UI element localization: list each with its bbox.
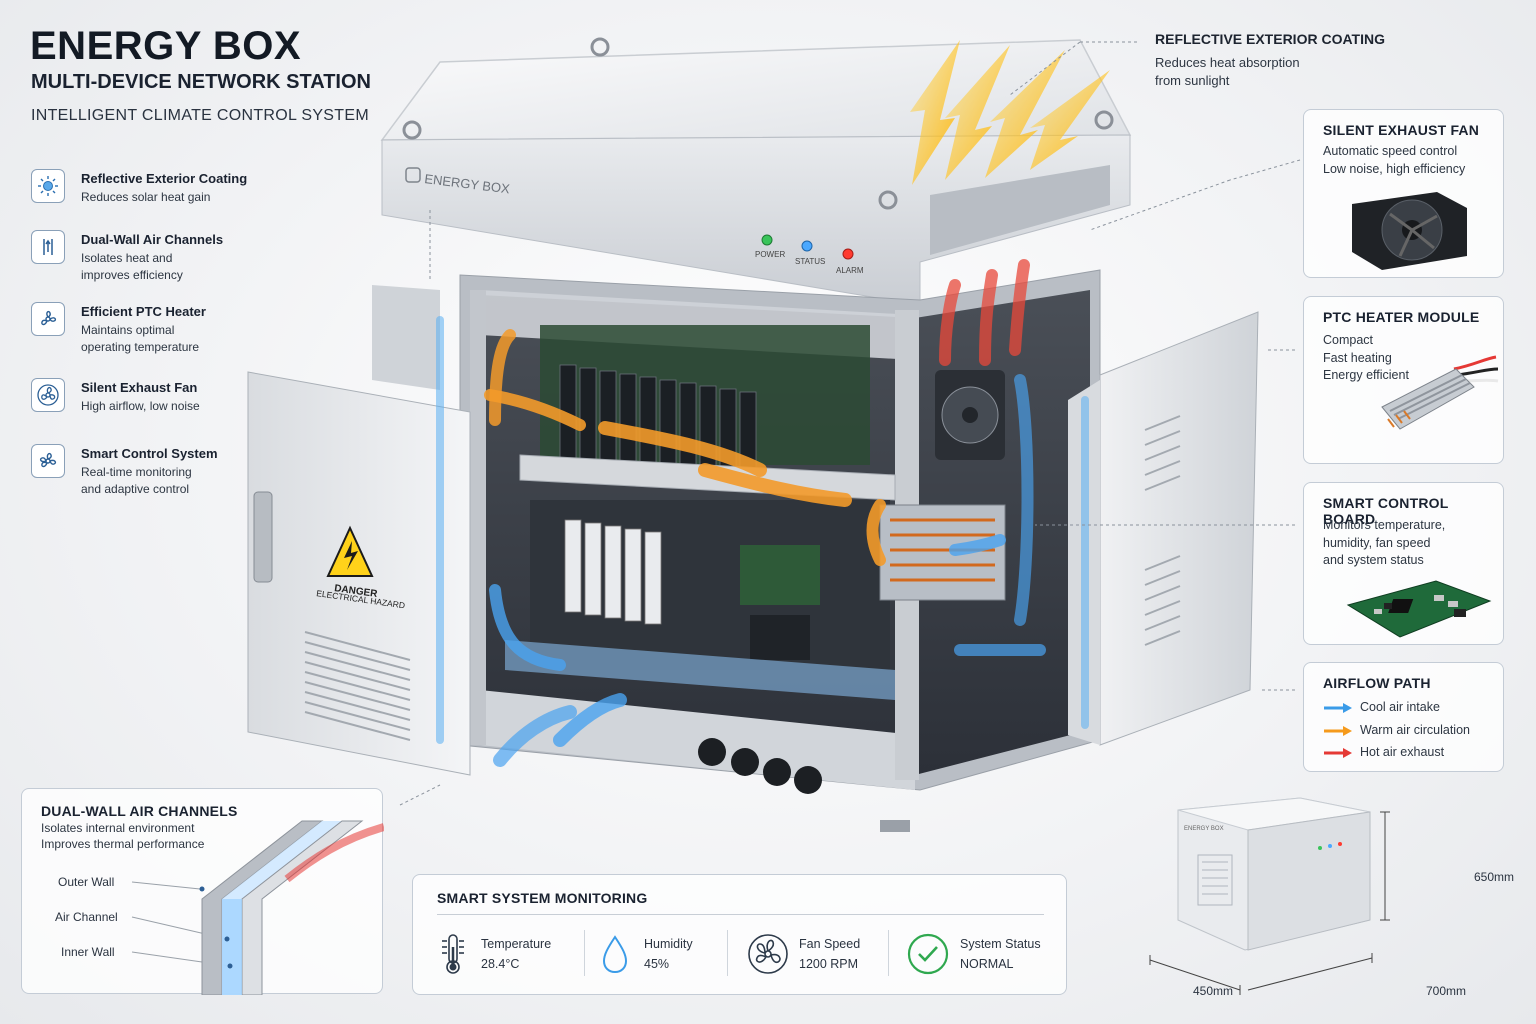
dual-wall-diagram <box>131 820 384 995</box>
legend-title: AIRFLOW PATH <box>1323 675 1431 691</box>
status-led <box>801 240 813 252</box>
board-card: SMART CONTROL BOARD Monitors temperature… <box>1303 482 1504 645</box>
arrow-right-icon <box>1324 747 1352 758</box>
status-led-label: STATUS <box>795 257 825 266</box>
cable-glands <box>698 738 822 794</box>
depth-dimension: 700mm <box>1426 984 1467 998</box>
feature-title: Efficient PTC Heater <box>81 304 206 319</box>
airflow-legend: AIRFLOW PATH Cool air intake Warm air ci… <box>1303 662 1504 772</box>
callout-leaders <box>399 41 1301 806</box>
droplet-icon <box>602 935 628 974</box>
alarm-led <box>842 248 854 260</box>
vent-grille <box>1197 854 1233 906</box>
check-icon <box>907 933 949 975</box>
control-board-icon <box>1346 580 1492 638</box>
legend-item-warm: Warm air circulation <box>1323 722 1470 740</box>
height-dimension: 650mm <box>1474 870 1515 884</box>
control-icon <box>31 444 65 478</box>
legend-item-hot: Hot air exhaust <box>1323 744 1444 762</box>
power-led-label: POWER <box>755 250 785 259</box>
legend-item-cool: Cool air intake <box>1323 699 1440 717</box>
foot <box>880 820 910 832</box>
feature-smart-control: Smart Control System Real-time monitorin… <box>31 444 291 498</box>
air-channel-icon <box>31 230 65 264</box>
width-dimension: 450mm <box>1193 984 1234 998</box>
product-dimension-render: ENERGY BOX <box>1149 797 1390 995</box>
card-title: PTC HEATER MODULE <box>1323 309 1480 325</box>
callout-title: DUAL-WALL AIR CHANNELS <box>41 803 238 819</box>
product-brand-text: ENERGY BOX <box>1184 826 1224 832</box>
feature-exhaust-fan: Silent Exhaust Fan High airflow, low noi… <box>31 378 291 415</box>
airflow-arrows <box>436 259 1089 767</box>
air-channel-label: Air Channel <box>55 910 118 924</box>
feature-title: Smart Control System <box>81 446 218 461</box>
divider <box>437 914 1044 915</box>
callout-title: REFLECTIVE EXTERIOR COATING <box>1155 31 1385 47</box>
left-door <box>247 285 471 776</box>
arrow-right-icon <box>1324 702 1352 713</box>
alarm-led-label: ALARM <box>836 266 864 275</box>
ptc-heater-icon <box>1381 355 1499 430</box>
feature-title: Dual-Wall Air Channels <box>81 232 224 247</box>
power-led <box>761 234 773 246</box>
brand-logo-icon <box>405 167 421 183</box>
internal-ptc-heater <box>879 504 1006 601</box>
exhaust-fan-icon <box>1352 192 1467 270</box>
fan-icon <box>31 378 65 412</box>
thermometer-icon <box>442 934 464 974</box>
enclosure-lid <box>380 37 1132 306</box>
inner-wall-label: Inner Wall <box>61 945 115 959</box>
feature-desc: Reduces solar heat gain <box>81 190 211 204</box>
internal-exhaust-fan <box>935 370 1005 460</box>
feature-dual-wall: Dual-Wall Air Channels Isolates heat and… <box>31 230 291 284</box>
feature-title: Reflective Exterior Coating <box>81 171 248 186</box>
lower-rack <box>505 500 895 700</box>
card-title: SMART CONTROL BOARD <box>1323 495 1449 527</box>
feature-title: Silent Exhaust Fan <box>81 380 198 395</box>
panel-title: SMART SYSTEM MONITORING <box>437 890 648 906</box>
dual-wall-callout: DUAL-WALL AIR CHANNELS Isolates internal… <box>21 788 384 995</box>
outer-wall-label: Outer Wall <box>58 875 115 889</box>
page-title: ENERGY BOX <box>30 24 301 68</box>
reflective-coating-callout: REFLECTIVE EXTERIOR COATING Reduces heat… <box>1155 31 1385 90</box>
door-handle <box>253 491 273 583</box>
page-tagline: INTELLIGENT CLIMATE CONTROL SYSTEM <box>31 107 369 124</box>
upper-rack <box>519 325 896 501</box>
sun-icon <box>31 169 65 203</box>
sunlight-rays <box>910 40 1110 185</box>
feature-desc: High airflow, low noise <box>81 399 200 413</box>
fan-card: SILENT EXHAUST FAN Automatic speed contr… <box>1303 109 1504 278</box>
card-desc: Monitors temperature,humidity, fan speed… <box>1323 518 1446 567</box>
feature-reflective-coating: Reflective Exterior Coating Reduces sola… <box>31 169 291 206</box>
arrow-right-icon <box>1324 725 1352 736</box>
heater-icon <box>31 302 65 336</box>
card-title: SILENT EXHAUST FAN <box>1323 122 1480 138</box>
page-subtitle: MULTI-DEVICE NETWORK STATION <box>31 71 371 93</box>
fan-icon <box>748 934 788 974</box>
